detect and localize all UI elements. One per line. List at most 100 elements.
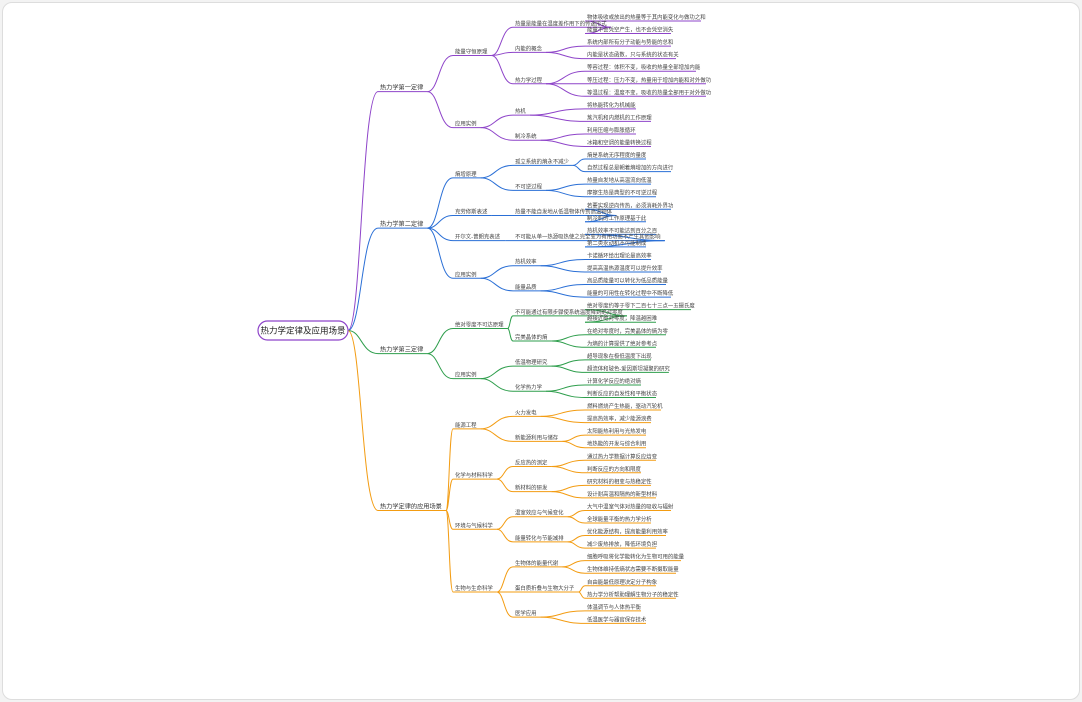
topic-level-1[interactable]: 热力学定律的应用场景 [380, 502, 442, 510]
topic-level-4[interactable]: 提高热效率，减少能源浪费 [587, 415, 652, 423]
topic-level-2[interactable]: 能量守恒原理 [455, 48, 488, 56]
topic-level-4[interactable]: 大气中温室气体对热量的吸收与辐射 [587, 502, 674, 510]
topic-level-4[interactable]: 减少废热排放，降低环境负担 [587, 540, 658, 548]
topic-level-2[interactable]: 应用实例 [455, 371, 477, 379]
topic-level-2[interactable]: 应用实例 [455, 120, 477, 128]
topic-level-4[interactable]: 若要实现逆向传热，必须消耗外界功 [587, 201, 674, 209]
topic-level-2[interactable]: 绝对零度不可达原理 [455, 320, 504, 328]
topic-level-4[interactable]: 判断反应的自发性和平衡状态 [587, 390, 658, 398]
topic-level-4[interactable]: 越接近绝对零度，降温越困难 [587, 314, 658, 322]
topic-level-2[interactable]: 应用实例 [455, 270, 477, 278]
topic-level-2[interactable]: 生物与生命科学 [455, 584, 493, 592]
topic-level-4[interactable]: 等压过程：压力不变，热量用于增加内能和对外做功 [587, 76, 712, 84]
topic-level-4[interactable]: 等容过程：体积不变，吸收的热量全部增加内能 [587, 63, 701, 71]
topic-level-4[interactable]: 自然过程总是朝着熵增加的方向进行 [587, 164, 674, 172]
topic-level-4[interactable]: 全球能量平衡的热力学分析 [587, 515, 652, 523]
root-topic[interactable]: 热力学定律及应用场景 [260, 326, 345, 337]
topic-level-4[interactable]: 太阳能热利用与光热发电 [587, 427, 647, 435]
topic-level-4[interactable]: 生物体维持低熵状态需要不断摄取能量 [587, 565, 679, 573]
branch-connector [540, 258, 586, 267]
topic-level-4[interactable]: 在绝对零度时，完美晶体的熵为零 [587, 327, 668, 335]
connector-lines [347, 20, 706, 624]
topic-level-4[interactable]: 低温医学与器官保存技术 [587, 615, 647, 623]
topic-level-3[interactable]: 化学热力学 [515, 383, 543, 391]
topic-level-3[interactable]: 完美晶体的熵 [515, 333, 548, 341]
topic-level-4[interactable]: 超导现象在极低温度下出现 [587, 352, 652, 360]
topic-level-3[interactable]: 反应热的测定 [515, 459, 548, 467]
topic-level-3[interactable]: 温室效应与气候变化 [515, 509, 564, 517]
topic-level-3[interactable]: 不可逆过程 [515, 182, 543, 190]
topic-level-4[interactable]: 等温过程：温度不变，吸收的热量全部用于对外做功 [587, 88, 712, 96]
branch-connector [540, 265, 586, 273]
topic-level-4[interactable]: 热量自发地从高温流向低温 [587, 176, 652, 184]
branch-connector [545, 83, 586, 97]
topic-level-4[interactable]: 优化能源结构，提高能量利用效率 [587, 528, 668, 536]
topic-level-4[interactable]: 内能是状态函数，只与系统的状态有关 [587, 51, 679, 59]
topic-level-4[interactable]: 计算化学反应的绝对熵 [587, 377, 642, 385]
topic-level-2[interactable]: 化学与材料科学 [455, 471, 493, 479]
branch-connector [445, 509, 454, 530]
branch-connector [540, 409, 586, 417]
topic-level-3[interactable]: 医学应用 [515, 609, 537, 617]
topic-level-4[interactable]: 细胞呼吸将化学能转化为生物可用的能量 [587, 553, 685, 561]
topic-level-3[interactable]: 热量是能量在温度差作用下的传递形式 [515, 19, 607, 27]
branch-connector [551, 459, 586, 468]
topic-level-3[interactable]: 内能的概念 [515, 44, 543, 52]
topic-level-3[interactable]: 热机效率 [515, 258, 537, 266]
topic-level-4[interactable]: 地热能的开发与综合利用 [587, 440, 646, 448]
topic-level-4[interactable]: 燃料燃烧产生热能，驱动汽轮机 [587, 402, 663, 410]
topic-level-2[interactable]: 开尔文-普朗克表述 [455, 233, 501, 241]
topic-level-4[interactable]: 能量不会凭空产生，也不会凭空消失 [587, 26, 674, 34]
topic-level-4[interactable]: 制冷机的工作原理基于此 [587, 214, 647, 222]
topic-level-4[interactable]: 能量的可用性在转化过程中不断降低 [587, 289, 674, 297]
topic-level-4[interactable]: 研究材料的相变与热稳定性 [587, 477, 652, 485]
topic-level-1[interactable]: 热力学第一定律 [380, 84, 423, 92]
topic-level-3[interactable]: 热量不能自发地从低温物体传到高温物体 [515, 208, 613, 216]
topic-level-1[interactable]: 热力学第二定律 [380, 220, 423, 228]
topic-level-4[interactable]: 判断反应的方向和限度 [587, 465, 642, 473]
branch-connector [507, 315, 514, 329]
topic-level-4[interactable]: 热机效率不可能达到百分之百 [587, 226, 658, 234]
topic-level-4[interactable]: 超流体和玻色-爱因斯坦凝聚的研究 [587, 364, 670, 372]
topic-level-3[interactable]: 蛋白质折叠与生物大分子 [515, 584, 575, 592]
topic-level-4[interactable]: 提高高温热源温度可以提升效率 [587, 264, 663, 272]
topic-level-2[interactable]: 克劳修斯表述 [455, 208, 488, 216]
topic-level-4[interactable]: 将热能转化为机械能 [587, 101, 636, 109]
topic-level-4[interactable]: 冰箱和空调的能量转换过程 [587, 139, 652, 147]
topic-level-2[interactable]: 环境与气候科学 [455, 521, 493, 529]
branch-connector [567, 509, 586, 518]
topic-level-3[interactable]: 能量转化与节能减排 [515, 534, 564, 542]
topic-level-3[interactable]: 孤立系统的熵永不减少 [515, 157, 570, 165]
topic-level-3[interactable]: 不可能通过有限步骤使系统温度降到绝对零度 [515, 308, 623, 316]
topic-level-4[interactable]: 自由能最低原理决定分子构象 [587, 578, 658, 586]
topic-level-4[interactable]: 卡诺循环给出理论最高效率 [587, 251, 652, 259]
topic-level-3[interactable]: 热力学过程 [515, 76, 543, 84]
topic-level-3[interactable]: 低温物理研究 [515, 358, 548, 366]
topic-level-4[interactable]: 体温调节与人体热平衡 [587, 603, 642, 611]
topic-level-4[interactable]: 物体吸收或放出的热量等于其内能变化与做功之和 [587, 13, 706, 21]
topic-level-4[interactable]: 熵是系统无序程度的量度 [587, 151, 647, 159]
topic-level-3[interactable]: 制冷系统 [515, 132, 537, 140]
topic-level-4[interactable]: 摩擦生热是典型的不可逆过程 [587, 189, 658, 197]
topic-level-3[interactable]: 热机 [515, 107, 526, 115]
topic-level-3[interactable]: 不可能从单一热源吸热使之完全变为有用功而不产生其他影响 [515, 233, 661, 241]
topic-level-3[interactable]: 新材料的研发 [515, 484, 548, 492]
topic-level-4[interactable]: 系统内部所有分子动能与势能的总和 [587, 38, 673, 46]
root-node-box[interactable] [257, 320, 349, 341]
topic-level-3[interactable]: 新能源利用与储存 [515, 433, 559, 441]
topic-level-4[interactable]: 蒸汽机和内燃机的工作原理 [587, 113, 652, 121]
topic-level-3[interactable]: 能量品质 [515, 283, 537, 291]
topic-level-4[interactable]: 热力学分析帮助理解生物分子的稳定性 [587, 590, 679, 598]
topic-level-4[interactable]: 第二类永动机不可能制成 [587, 239, 647, 247]
topic-level-4[interactable]: 为熵的计算提供了绝对参考点 [587, 339, 658, 347]
topic-level-4[interactable]: 设计耐高温和隔热的新型材料 [587, 490, 658, 498]
topic-level-2[interactable]: 熵增原理 [455, 170, 477, 178]
topic-level-4[interactable]: 通过热力学数据计算反应焓变 [587, 452, 658, 460]
topic-level-4[interactable]: 利用压缩与膨胀循环 [587, 126, 636, 134]
topic-level-3[interactable]: 生物体的能量代谢 [515, 559, 559, 567]
topic-level-4[interactable]: 高品质能量可以转化为低品质能量 [587, 277, 668, 285]
topic-level-3[interactable]: 火力发电 [515, 408, 537, 416]
topic-level-2[interactable]: 能源工程 [455, 421, 477, 429]
topic-level-1[interactable]: 热力学第三定律 [380, 346, 423, 354]
topic-level-4[interactable]: 绝对零度约等于零下二百七十三点一五摄氏度 [587, 302, 695, 310]
